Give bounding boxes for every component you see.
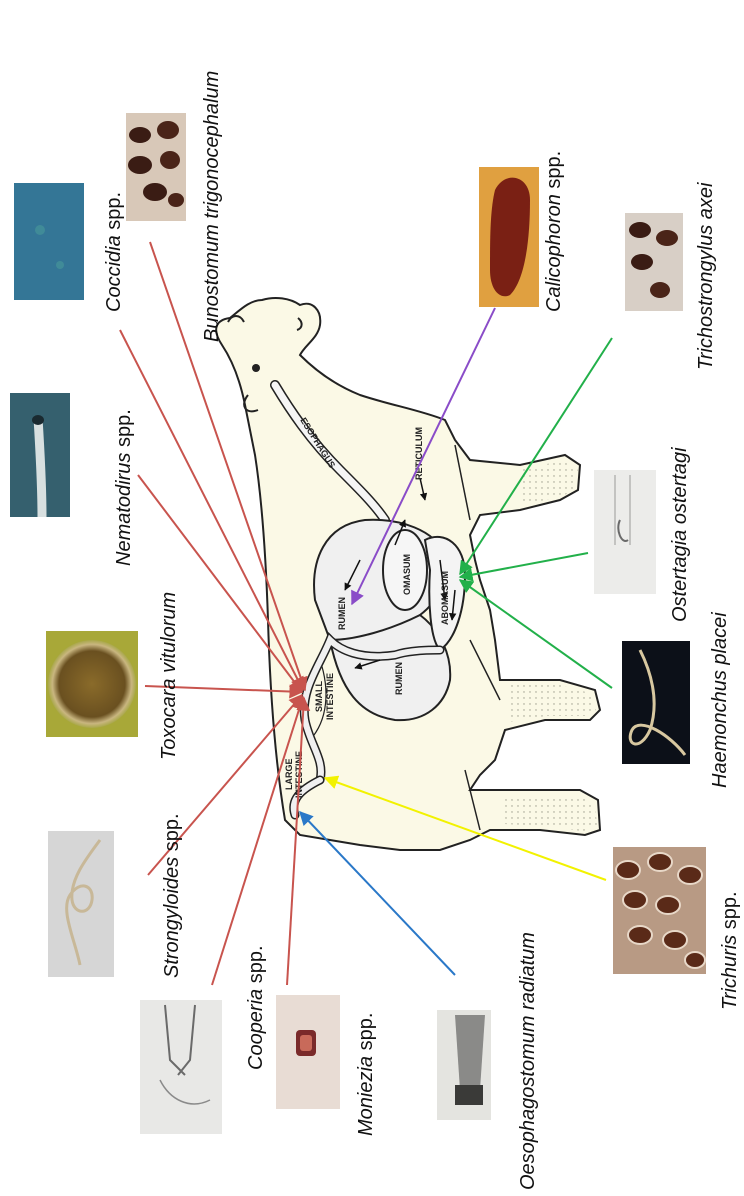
photo-coccidia bbox=[14, 183, 84, 300]
photo-calicophoron bbox=[479, 167, 539, 307]
arrow-ostertagia bbox=[460, 553, 588, 577]
label-toxocara: Toxocara vitulorum bbox=[158, 592, 180, 760]
photo-strongyloides bbox=[48, 831, 114, 977]
photo-nematodirus bbox=[10, 393, 70, 517]
label-rumen-lower: RUMEN bbox=[394, 662, 404, 695]
photo-trichostrongylus bbox=[625, 213, 683, 311]
photo-moniezia bbox=[276, 995, 340, 1109]
label-cooperia: Cooperia spp. bbox=[245, 945, 267, 1070]
label-bunostomum: Bunostomum trigonocephalum bbox=[201, 71, 223, 342]
label-moniezia: Moniezia spp. bbox=[355, 1013, 377, 1136]
label-small-intestine-1: SMALL bbox=[314, 681, 324, 712]
photo-haemonchus bbox=[622, 641, 690, 764]
label-calicophoron: Calicophoron spp. bbox=[543, 151, 565, 312]
label-haemonchus: Haemonchus placei bbox=[709, 612, 731, 788]
label-coccidia: Coccidia spp. bbox=[103, 192, 125, 312]
label-small-intestine-2: INTESTINE bbox=[325, 673, 335, 720]
label-strongyloides: Strongyloides spp. bbox=[161, 813, 183, 978]
label-trichostrongylus: Trichostrongylus axei bbox=[695, 182, 717, 370]
label-omasum: OMASUM bbox=[402, 554, 412, 595]
arrow-trichostrongylus bbox=[460, 338, 612, 574]
photo-ostertagia bbox=[594, 470, 656, 594]
label-rumen-upper: RUMEN bbox=[337, 597, 347, 630]
label-trichuris: Trichuris spp. bbox=[719, 891, 741, 1010]
cow-eye bbox=[252, 364, 260, 372]
photo-oesophagostomum bbox=[437, 1010, 491, 1120]
label-oesophagostomum: Oesophagostomum radiatum bbox=[517, 932, 539, 1190]
photo-cooperia bbox=[140, 1000, 222, 1134]
label-ostertagia: Ostertagia ostertagi bbox=[669, 447, 691, 622]
photo-bunostomum bbox=[126, 113, 186, 221]
label-abomasum: ABOMASUM bbox=[440, 571, 450, 625]
label-nematodirus: Nematodirus spp. bbox=[113, 409, 135, 566]
label-large-intestine-1: LARGE bbox=[284, 759, 294, 791]
photo-trichuris bbox=[613, 847, 706, 974]
photo-toxocara bbox=[46, 631, 138, 737]
